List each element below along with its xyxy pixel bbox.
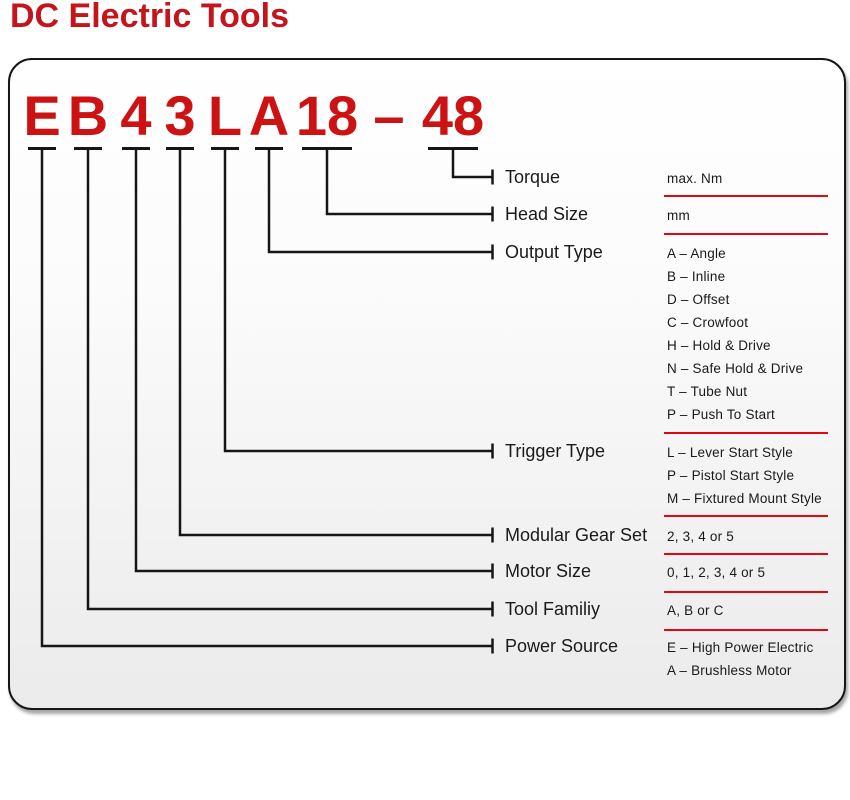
page-title: DC Electric Tools [10, 0, 289, 35]
nomenclature-panel [8, 58, 846, 710]
